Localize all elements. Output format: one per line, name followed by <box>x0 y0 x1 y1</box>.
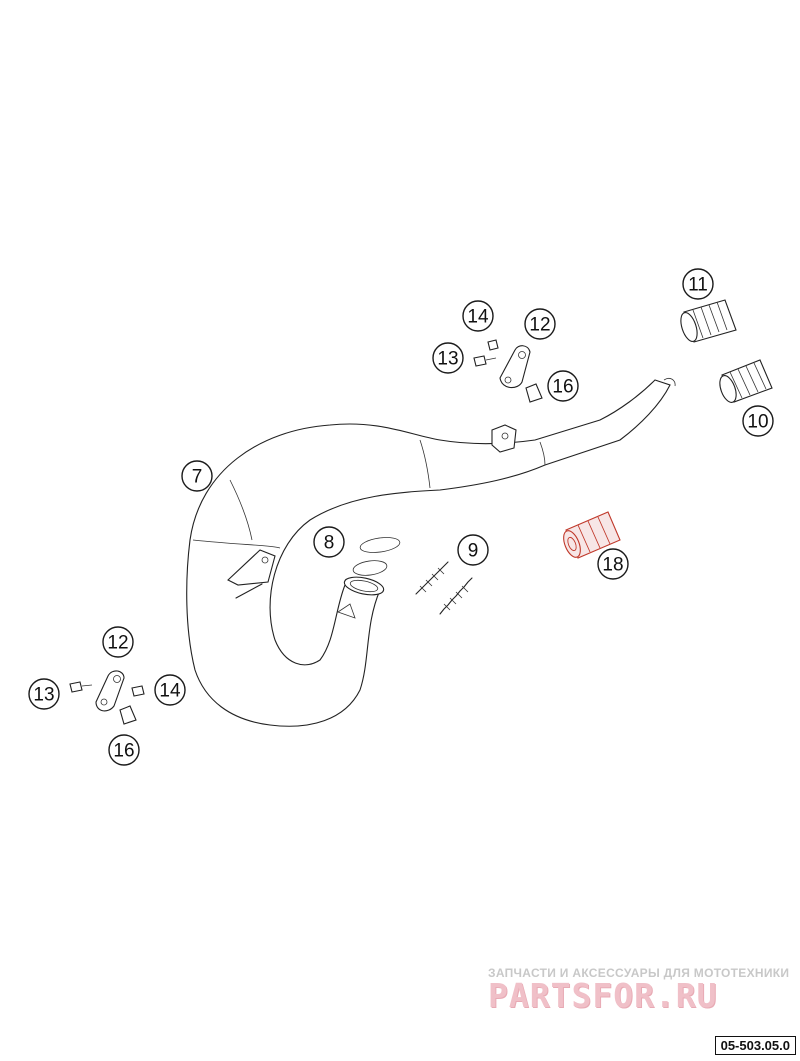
callout-12-bottom: 12 <box>102 626 134 658</box>
svg-text:18: 18 <box>602 555 623 576</box>
o-ring-part <box>352 537 401 576</box>
svg-text:13: 13 <box>33 685 54 706</box>
callout-16-bottom: 16 <box>108 734 140 766</box>
svg-text:12: 12 <box>529 315 550 336</box>
callout-18: 18 <box>597 548 629 580</box>
svg-text:14: 14 <box>159 681 181 702</box>
svg-text:8: 8 <box>324 533 335 554</box>
callout-10: 10 <box>742 405 774 437</box>
svg-text:9: 9 <box>468 541 479 562</box>
callout-14-bottom: 14 <box>154 674 186 706</box>
sleeve-part-10 <box>719 359 773 403</box>
callout-16-top: 16 <box>547 370 579 402</box>
callout-7: 7 <box>181 460 213 492</box>
watermark-caption: ЗАПЧАСТИ И АКСЕССУАРЫ ДЛЯ МОТОТЕХНИКИ <box>488 966 790 980</box>
svg-text:11: 11 <box>688 275 708 296</box>
callout-9: 9 <box>457 534 489 566</box>
spring-part <box>415 561 473 615</box>
svg-text:14: 14 <box>467 307 489 328</box>
callout-8: 8 <box>313 526 345 558</box>
bracket-assembly-bottom <box>69 670 145 725</box>
svg-text:7: 7 <box>192 467 203 488</box>
svg-text:16: 16 <box>113 741 134 762</box>
callout-13-top: 13 <box>432 342 464 374</box>
callout-14-top: 14 <box>462 300 494 332</box>
callout-12-top: 12 <box>524 308 556 340</box>
bracket-assembly-top <box>473 339 543 403</box>
watermark-logo: PARTSFOR.RU <box>488 976 718 1015</box>
exhaust-pipe-part <box>186 378 676 727</box>
diagram-code-label: 05-503.05.0 <box>714 1036 796 1055</box>
svg-text:16: 16 <box>552 377 573 398</box>
svg-text:12: 12 <box>107 633 128 654</box>
svg-text:10: 10 <box>747 412 768 433</box>
callout-13-bottom: 13 <box>28 678 60 710</box>
sleeve-part-18-highlighted <box>563 511 621 559</box>
callout-11: 11 <box>682 268 714 300</box>
svg-text:13: 13 <box>437 349 458 370</box>
sleeve-part-11 <box>680 299 737 343</box>
